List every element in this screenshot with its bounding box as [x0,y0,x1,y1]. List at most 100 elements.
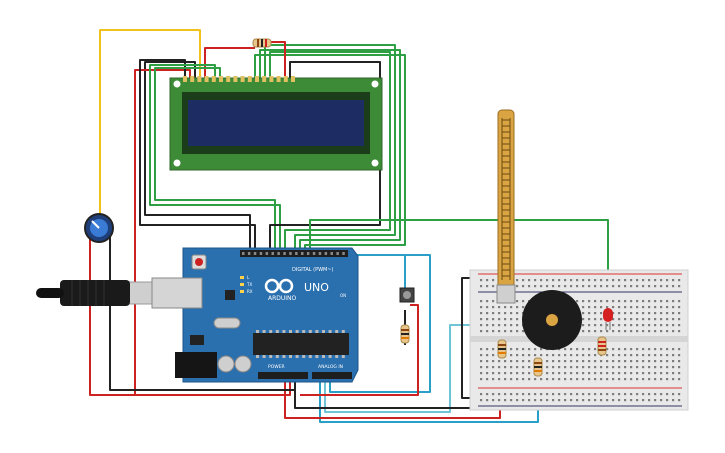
pushbutton[interactable] [399,287,415,303]
breadboard-hole [618,324,621,327]
breadboard-hole [636,330,639,333]
flex-resistor[interactable] [497,339,507,359]
digital-header[interactable] [240,250,348,257]
lcd-pin[interactable] [190,76,195,82]
lcd-module[interactable] [169,76,383,171]
breadboard-hole [528,378,531,381]
breadboard-hole [654,300,657,303]
lcd-pin[interactable] [204,76,209,82]
red-led[interactable] [603,308,613,330]
digital-pin[interactable] [247,252,251,255]
digital-pin[interactable] [342,252,345,255]
wire-red-lcd-a[interactable] [270,41,286,80]
wire-black-vss-left[interactable] [139,59,256,255]
lcd-pin[interactable] [276,76,281,82]
breadboard-hole [642,318,645,321]
digital-pin[interactable] [312,252,316,255]
breadboard-hole [558,279,561,282]
wire-blue-flex[interactable] [324,324,505,413]
breadboard-hole [654,306,657,309]
digital-pin[interactable] [324,252,328,255]
analog-resistor[interactable] [533,357,543,377]
breadboard-hole [510,324,513,327]
lcd-pin[interactable] [240,76,245,82]
breadboard-hole [642,312,645,315]
digital-pin[interactable] [301,252,304,255]
digital-pin[interactable] [259,252,263,255]
lcd-pin[interactable] [255,76,259,82]
breadboard-hole [552,360,555,363]
lcd-pin[interactable] [211,76,216,82]
wire-green-led[interactable] [309,219,609,305]
lcd-pin[interactable] [183,76,187,82]
wire-green-d4[interactable] [269,51,391,255]
digital-pin[interactable] [289,252,292,255]
lcd-pin[interactable] [283,76,288,82]
breadboard-hole [594,330,597,333]
breadboard-hole [492,393,495,396]
analog-header[interactable] [312,372,352,379]
breadboard-hole [504,360,507,363]
piezo-buzzer[interactable] [522,290,582,350]
breadboard-hole [540,399,543,402]
breadboard-hole [522,330,525,333]
digital-pin[interactable] [306,252,310,255]
digital-pin[interactable] [336,252,339,255]
breadboard-hole [618,306,621,309]
led-resistor[interactable] [597,336,607,356]
breadboard-hole [504,366,507,369]
breadboard-hole [648,393,651,396]
breadboard-hole [492,300,495,303]
breadboard-hole [516,318,519,321]
wire-green-d6[interactable] [259,49,401,255]
breadboard-hole [492,324,495,327]
digital-pin[interactable] [277,252,280,255]
power-label: POWER [268,364,285,370]
digital-pin[interactable] [265,252,269,255]
arduino-uno[interactable]: ARDUINO UNO DIGITAL (PWM~) POWER ANALOG … [151,247,359,383]
lcd-resistor[interactable] [252,38,272,48]
pushbutton-cap[interactable] [403,291,411,299]
power-header[interactable] [258,372,308,379]
pushbutton-resistor[interactable] [400,324,410,344]
lcd-pin[interactable] [233,76,238,82]
lcd-pin[interactable] [262,76,267,82]
digital-pin[interactable] [253,252,257,255]
wire-red-button-gnd[interactable] [300,304,419,396]
wire-green-d5[interactable] [264,44,396,255]
lcd-pin[interactable] [219,76,223,82]
wire-yellow-pot[interactable] [99,29,201,218]
wire-red-lcd-resistor[interactable] [204,47,255,80]
wire-red-pot[interactable] [89,225,135,396]
breadboard-hole [630,300,633,303]
wire-blue-pot-signal[interactable] [329,254,431,393]
lcd-pin[interactable] [247,76,252,82]
digital-pin[interactable] [283,252,286,255]
breadboard-hole [570,378,573,381]
usb-cable[interactable] [36,280,158,306]
breadboard-hole [510,330,513,333]
wire-green-rs[interactable] [154,67,276,255]
breadboard-hole [576,279,579,282]
lcd-pin[interactable] [269,76,274,82]
lcd-pin[interactable] [226,76,231,82]
digital-pin[interactable] [242,252,245,255]
breadboard-hole [648,306,651,309]
lcd-pin[interactable] [291,76,295,82]
digital-pin[interactable] [271,252,275,255]
breadboard-hole [504,330,507,333]
digital-pin[interactable] [318,252,322,255]
wire-green-d7[interactable] [254,54,406,255]
breadboard-hole [528,354,531,357]
digital-pin[interactable] [330,252,334,255]
breadboard-hole [630,330,633,333]
wire-red-vcc-left[interactable] [134,69,291,396]
breadboard-hole [486,330,489,333]
breadboard-hole [594,366,597,369]
flex-sensor[interactable] [496,109,516,304]
breadboard-hole [498,318,501,321]
lcd-pin[interactable] [197,76,202,82]
potentiometer[interactable] [84,213,114,243]
digital-pin[interactable] [295,252,298,255]
